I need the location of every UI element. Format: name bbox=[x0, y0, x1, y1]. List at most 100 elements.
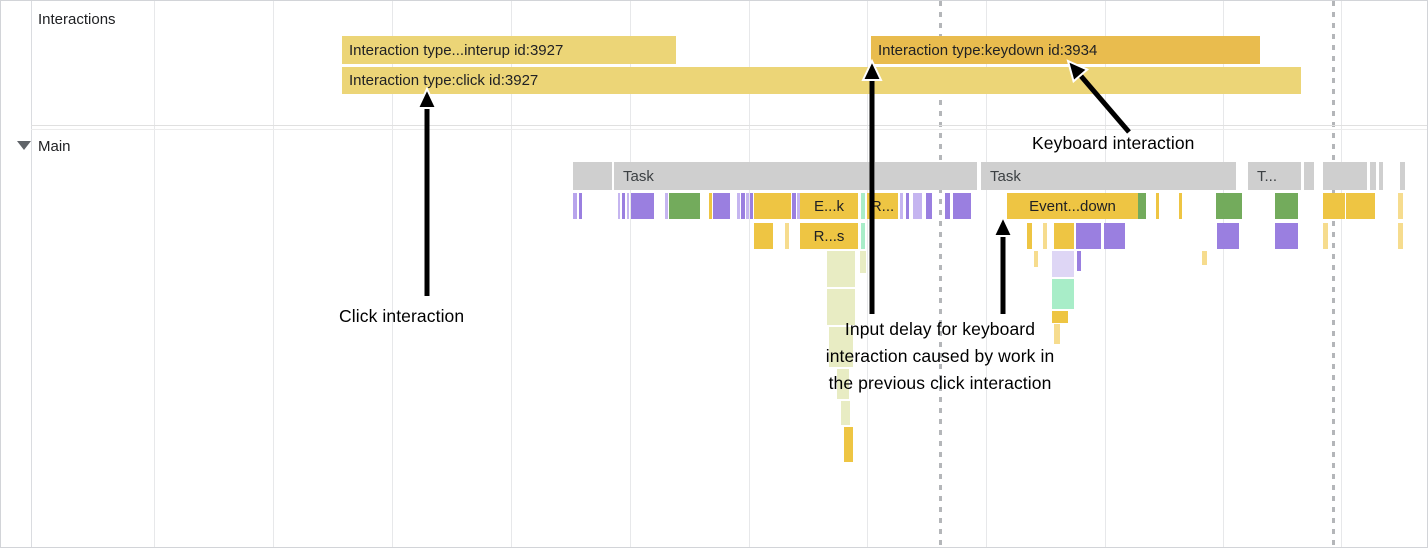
flame-block[interactable] bbox=[709, 193, 712, 219]
flame-block[interactable] bbox=[792, 193, 796, 219]
timeline-left-gutter bbox=[1, 1, 31, 547]
flame-block[interactable] bbox=[618, 193, 620, 219]
flame-block[interactable] bbox=[1054, 223, 1074, 249]
flame-block-labeled[interactable]: R...s bbox=[800, 223, 858, 249]
flame-block[interactable] bbox=[1076, 223, 1101, 249]
flame-block[interactable] bbox=[1323, 223, 1328, 249]
flame-block-labeled-label: R...s bbox=[813, 227, 845, 245]
flame-block[interactable] bbox=[579, 193, 582, 219]
gridline-vertical bbox=[749, 1, 750, 547]
interaction-bar-pointer-interup[interactable]: Interaction type...interup id:3927 bbox=[342, 36, 676, 64]
interaction-bar-click[interactable]: Interaction type:click id:3927 bbox=[342, 67, 1301, 94]
track-separator bbox=[1, 129, 1427, 130]
flame-block[interactable] bbox=[926, 193, 932, 219]
flame-block-deep[interactable] bbox=[1052, 251, 1074, 277]
flame-block[interactable] bbox=[1156, 193, 1159, 219]
chevron-down-icon[interactable] bbox=[17, 141, 31, 150]
task-block[interactable] bbox=[1379, 162, 1383, 190]
flame-block[interactable] bbox=[861, 223, 865, 249]
flame-block[interactable] bbox=[1216, 193, 1242, 219]
flame-block[interactable] bbox=[906, 193, 909, 219]
task-block[interactable] bbox=[1370, 162, 1376, 190]
flame-block[interactable] bbox=[741, 193, 745, 219]
flame-block[interactable] bbox=[631, 193, 654, 219]
flame-block-labeled[interactable]: E...k bbox=[800, 193, 858, 219]
flame-block[interactable] bbox=[1217, 223, 1239, 249]
flame-block-deep[interactable] bbox=[860, 251, 866, 273]
flame-block[interactable] bbox=[713, 193, 730, 219]
flame-block-deep[interactable] bbox=[829, 327, 853, 367]
flame-block[interactable] bbox=[953, 193, 971, 219]
flame-block[interactable] bbox=[1346, 193, 1375, 219]
flame-block[interactable] bbox=[797, 193, 800, 219]
interaction-bar-click-label: Interaction type:click id:3927 bbox=[349, 72, 539, 89]
task-block[interactable] bbox=[1323, 162, 1367, 190]
gridline-vertical bbox=[392, 1, 393, 547]
flame-block[interactable] bbox=[669, 193, 700, 219]
flame-block-deep[interactable] bbox=[827, 289, 855, 325]
interaction-bar-pointer-interup-label: Interaction type...interup id:3927 bbox=[349, 41, 564, 59]
flame-block[interactable] bbox=[861, 193, 865, 219]
flame-block[interactable] bbox=[573, 193, 577, 219]
flame-block-labeled-label: R... bbox=[870, 197, 895, 215]
annotation-line: interaction caused by work in bbox=[825, 346, 1055, 367]
gridline-vertical bbox=[1105, 1, 1106, 547]
interaction-bar-keydown[interactable]: Interaction type:keydown id:3934 bbox=[871, 36, 1260, 64]
gridline-vertical bbox=[867, 1, 868, 547]
task-block[interactable]: Task bbox=[614, 162, 873, 190]
flame-block[interactable] bbox=[913, 193, 922, 219]
flame-block[interactable] bbox=[1398, 193, 1403, 219]
gridline-vertical bbox=[273, 1, 274, 547]
flame-block[interactable] bbox=[1027, 223, 1032, 249]
arrow-click-interaction bbox=[416, 86, 438, 296]
flame-block-labeled[interactable]: R... bbox=[867, 193, 898, 219]
gridline-vertical bbox=[511, 1, 512, 547]
flame-block[interactable] bbox=[945, 193, 950, 219]
track-separator bbox=[1, 125, 1427, 126]
flame-block-deep[interactable] bbox=[1054, 324, 1060, 344]
flame-block[interactable] bbox=[665, 193, 668, 219]
flame-block[interactable] bbox=[622, 193, 625, 219]
flame-block[interactable] bbox=[1104, 223, 1125, 249]
task-block[interactable]: Task bbox=[981, 162, 1236, 190]
task-block[interactable]: T... bbox=[1248, 162, 1301, 190]
flame-block[interactable] bbox=[737, 193, 740, 219]
task-block[interactable] bbox=[1400, 162, 1405, 190]
flame-block-deep[interactable] bbox=[1077, 251, 1081, 271]
flame-block[interactable] bbox=[900, 193, 903, 219]
timing-marker-dashed bbox=[939, 1, 942, 547]
flame-block[interactable] bbox=[1275, 193, 1298, 219]
flame-block[interactable] bbox=[1323, 193, 1345, 219]
flame-block[interactable] bbox=[1043, 223, 1047, 249]
flame-block-deep[interactable] bbox=[1052, 311, 1068, 323]
flame-block[interactable] bbox=[1275, 223, 1298, 249]
task-block[interactable] bbox=[1304, 162, 1314, 190]
task-block[interactable] bbox=[875, 162, 977, 190]
flame-block[interactable] bbox=[746, 193, 749, 219]
flame-block[interactable] bbox=[1398, 223, 1403, 249]
flame-block-deep[interactable] bbox=[827, 251, 855, 287]
annotation-click-interaction: Click interaction bbox=[339, 306, 465, 326]
track-label-interactions-text: Interactions bbox=[38, 11, 116, 28]
annotation-keyboard-interaction: Keyboard interaction bbox=[1032, 133, 1195, 153]
flame-block[interactable] bbox=[627, 193, 629, 219]
flame-block-deep[interactable] bbox=[1052, 279, 1074, 309]
flame-block[interactable] bbox=[785, 223, 789, 249]
flame-block[interactable] bbox=[750, 193, 753, 219]
flame-block[interactable] bbox=[754, 223, 773, 249]
track-label-main[interactable]: Main bbox=[17, 138, 71, 155]
flame-block-deep[interactable] bbox=[1034, 251, 1038, 267]
flame-block-deep[interactable] bbox=[1202, 251, 1207, 265]
task-block[interactable] bbox=[573, 162, 612, 190]
arrow-click-work bbox=[992, 214, 1014, 314]
flame-block-deep[interactable] bbox=[837, 369, 849, 399]
annotation-line: the previous click interaction bbox=[828, 373, 1052, 394]
flame-block-labeled[interactable]: Event...down bbox=[1007, 193, 1138, 219]
flame-block[interactable] bbox=[1179, 193, 1182, 219]
timing-marker-dashed bbox=[1332, 1, 1335, 547]
track-label-interactions[interactable]: Interactions bbox=[38, 11, 116, 28]
flame-block-deep[interactable] bbox=[844, 427, 853, 462]
flame-block-deep[interactable] bbox=[841, 401, 850, 425]
track-label-main-text: Main bbox=[38, 138, 71, 155]
flame-block[interactable] bbox=[754, 193, 791, 219]
